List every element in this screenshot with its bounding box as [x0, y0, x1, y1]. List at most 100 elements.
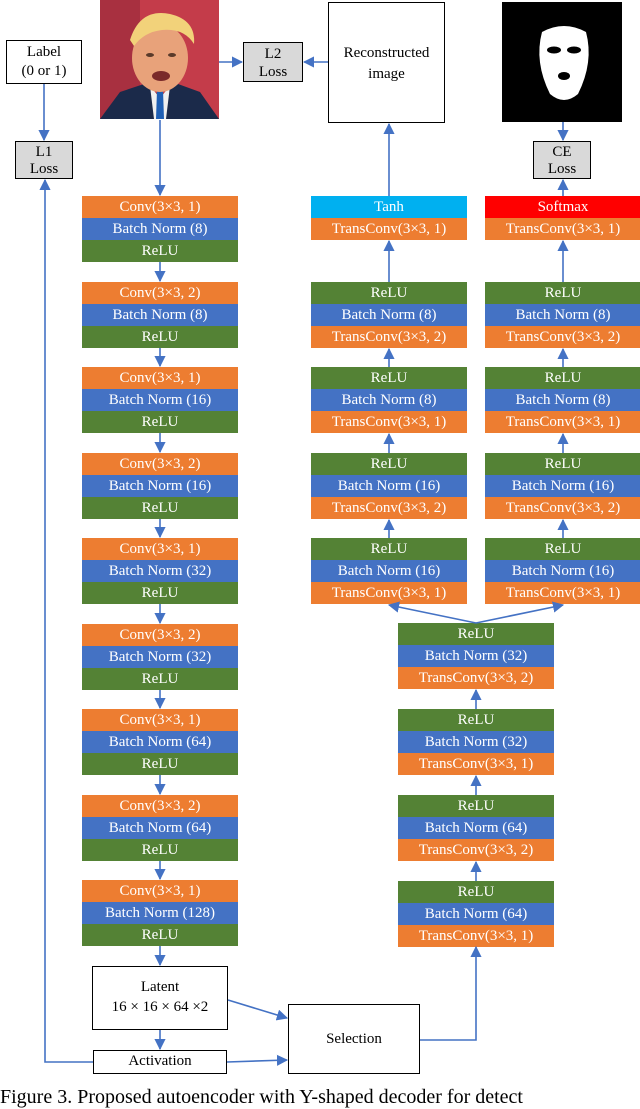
transconv-layer: TransConv(3×3, 2) — [398, 839, 554, 861]
transconv-layer: TransConv(3×3, 1) — [311, 582, 467, 604]
latent-to-selection-arrow — [227, 999, 289, 1021]
relu-layer: ReLU — [485, 453, 640, 475]
conv-layer: Conv(3×3, 2) — [82, 795, 238, 817]
batchnorm-layer: Batch Norm (8) — [485, 389, 640, 411]
transconv-layer: TransConv(3×3, 2) — [485, 497, 640, 519]
recon-head-transconv: TransConv(3×3, 1) — [311, 218, 467, 240]
relu-layer: ReLU — [82, 582, 238, 604]
relu-layer: ReLU — [398, 709, 554, 731]
encoder-block: Conv(3×3, 2)Batch Norm (64)ReLU — [82, 795, 238, 861]
relu-layer: ReLU — [311, 367, 467, 389]
ce-loss-box: CE Loss — [533, 141, 591, 179]
batchnorm-layer: Batch Norm (8) — [485, 304, 640, 326]
label-box-line2: (0 or 1) — [21, 63, 67, 79]
batchnorm-layer: Batch Norm (32) — [398, 645, 554, 667]
batchnorm-layer: Batch Norm (32) — [398, 731, 554, 753]
batchnorm-layer: Batch Norm (16) — [82, 389, 238, 411]
batchnorm-layer: Batch Norm (16) — [485, 475, 640, 497]
transconv-layer: TransConv(3×3, 2) — [311, 326, 467, 348]
relu-layer: ReLU — [485, 282, 640, 304]
reconstructed-line2: image — [368, 66, 405, 82]
relu-layer: ReLU — [398, 795, 554, 817]
transconv-layer: TransConv(3×3, 1) — [398, 753, 554, 775]
softmax-layer: Softmax — [485, 196, 640, 218]
batchnorm-layer: Batch Norm (64) — [398, 903, 554, 925]
transconv-layer: TransConv(3×3, 1) — [398, 925, 554, 947]
relu-layer: ReLU — [311, 282, 467, 304]
latent-box: Latent 16 × 16 × 64 ×2 — [92, 966, 228, 1030]
l1-loss-box: L1 Loss — [15, 141, 73, 179]
ce-loss-line1: CE — [552, 144, 572, 160]
relu-layer: ReLU — [398, 623, 554, 645]
batchnorm-layer: Batch Norm (16) — [311, 560, 467, 582]
ce-loss-line2: Loss — [547, 161, 577, 177]
l2-loss-box: L2 Loss — [243, 42, 303, 82]
activation-box: Activation — [93, 1050, 227, 1074]
relu-layer: ReLU — [311, 538, 467, 560]
encoder-block: Conv(3×3, 1)Batch Norm (16)ReLU — [82, 367, 238, 433]
conv-layer: Conv(3×3, 1) — [82, 880, 238, 902]
conv-layer: Conv(3×3, 2) — [82, 453, 238, 475]
encoder-block: Conv(3×3, 2)Batch Norm (8)ReLU — [82, 282, 238, 348]
reconstructed-line1: Reconstructed — [343, 45, 430, 61]
latent-shape: 16 × 16 × 64 ×2 — [111, 999, 209, 1015]
batchnorm-layer: Batch Norm (64) — [82, 731, 238, 753]
seg-head-transconv: TransConv(3×3, 1) — [485, 218, 640, 240]
relu-layer: ReLU — [82, 411, 238, 433]
activation-to-selection-arrow — [226, 1054, 289, 1066]
encoder-block: Conv(3×3, 1)Batch Norm (128)ReLU — [82, 880, 238, 946]
transconv-layer: TransConv(3×3, 1) — [311, 411, 467, 433]
batchnorm-layer: Batch Norm (16) — [82, 475, 238, 497]
relu-layer: ReLU — [82, 753, 238, 775]
relu-layer: ReLU — [82, 924, 238, 946]
label-box: Label (0 or 1) — [6, 40, 82, 84]
conv-layer: Conv(3×3, 2) — [82, 624, 238, 646]
l1-loss-line2: Loss — [29, 161, 59, 177]
transconv-layer: TransConv(3×3, 2) — [311, 497, 467, 519]
batchnorm-layer: Batch Norm (8) — [82, 304, 238, 326]
batchnorm-layer: Batch Norm (64) — [398, 817, 554, 839]
relu-layer: ReLU — [311, 453, 467, 475]
split-right-arrow — [475, 601, 565, 624]
transconv-layer: TransConv(3×3, 2) — [485, 326, 640, 348]
tanh-layer: Tanh — [311, 196, 467, 218]
transconv-layer: TransConv(3×3, 2) — [398, 667, 554, 689]
encoder-block: Conv(3×3, 2)Batch Norm (16)ReLU — [82, 453, 238, 519]
batchnorm-layer: Batch Norm (32) — [82, 560, 238, 582]
reconstruction-head: Tanh TransConv(3×3, 1) — [311, 196, 467, 240]
selection-box: Selection — [288, 1004, 420, 1074]
label-box-line1: Label — [26, 44, 62, 60]
figure-caption: Figure 3. Proposed autoencoder with Y-sh… — [0, 1086, 523, 1108]
segmentation-head: Softmax TransConv(3×3, 1) — [485, 196, 640, 240]
latent-title: Latent — [140, 979, 180, 995]
batchnorm-layer: Batch Norm (8) — [311, 389, 467, 411]
relu-layer: ReLU — [82, 497, 238, 519]
selection-to-decoder-arrow — [420, 945, 482, 1041]
l2-loss-line1: L2 — [264, 46, 282, 62]
selection-label: Selection — [326, 1031, 382, 1047]
relu-layer: ReLU — [485, 538, 640, 560]
conv-layer: Conv(3×3, 1) — [82, 367, 238, 389]
encoder-block: Conv(3×3, 1)Batch Norm (32)ReLU — [82, 538, 238, 604]
batchnorm-layer: Batch Norm (8) — [311, 304, 467, 326]
encoder-block: Conv(3×3, 2)Batch Norm (32)ReLU — [82, 624, 238, 690]
conv-layer: Conv(3×3, 2) — [82, 282, 238, 304]
l2-loss-line2: Loss — [258, 64, 288, 80]
input-face-image — [100, 0, 219, 119]
transconv-layer: TransConv(3×3, 1) — [485, 411, 640, 433]
activation-label: Activation — [128, 1053, 192, 1069]
batchnorm-layer: Batch Norm (32) — [82, 646, 238, 668]
activation-to-l1-arrow — [39, 178, 93, 1063]
